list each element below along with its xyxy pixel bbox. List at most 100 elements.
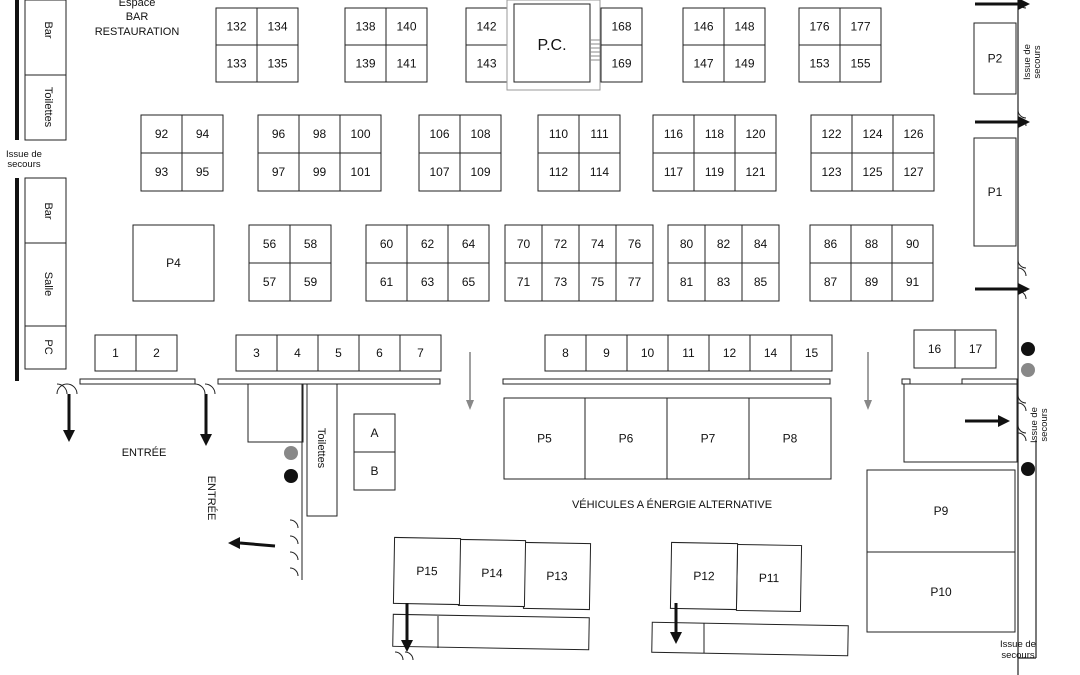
booth-10[interactable]: 10	[626, 334, 669, 372]
booth-148[interactable]: 148	[723, 7, 766, 46]
booth-65[interactable]: 65	[447, 262, 490, 302]
booth-A[interactable]: A	[353, 413, 396, 453]
booth-91[interactable]: 91	[891, 262, 934, 302]
booth-70[interactable]: 70	[504, 224, 543, 264]
booth-60[interactable]: 60	[365, 224, 408, 264]
booth-11[interactable]: 11	[667, 334, 710, 372]
booth-90[interactable]: 90	[891, 224, 934, 264]
zone-p11[interactable]: P11	[735, 543, 803, 613]
booth-B[interactable]: B	[353, 451, 396, 491]
booth-93[interactable]: 93	[140, 152, 183, 192]
booth-142[interactable]: 142	[465, 7, 508, 46]
zone-p1[interactable]: P1	[973, 137, 1017, 247]
booth-76[interactable]: 76	[615, 224, 654, 264]
booth-71[interactable]: 71	[504, 262, 543, 302]
booth-92[interactable]: 92	[140, 114, 183, 154]
booth-62[interactable]: 62	[406, 224, 449, 264]
booth-63[interactable]: 63	[406, 262, 449, 302]
booth-125[interactable]: 125	[851, 152, 894, 192]
booth-88[interactable]: 88	[850, 224, 893, 264]
booth-86[interactable]: 86	[809, 224, 852, 264]
zone-p7[interactable]: P7	[666, 397, 750, 480]
zone-p6[interactable]: P6	[584, 397, 668, 480]
booth-58[interactable]: 58	[289, 224, 332, 264]
booth-135[interactable]: 135	[256, 44, 299, 83]
zone-p10[interactable]: P10	[866, 551, 1016, 633]
booth-99[interactable]: 99	[298, 152, 341, 192]
booth-177[interactable]: 177	[839, 7, 882, 46]
booth-119[interactable]: 119	[693, 152, 736, 192]
booth-61[interactable]: 61	[365, 262, 408, 302]
zone-p13[interactable]: P13	[522, 541, 592, 611]
booth-114[interactable]: 114	[578, 152, 621, 192]
booth-15[interactable]: 15	[790, 334, 833, 372]
booth-139[interactable]: 139	[344, 44, 387, 83]
booth-12[interactable]: 12	[708, 334, 751, 372]
booth-98[interactable]: 98	[298, 114, 341, 154]
booth-121[interactable]: 121	[734, 152, 777, 192]
booth-7[interactable]: 7	[399, 334, 442, 372]
booth-83[interactable]: 83	[704, 262, 743, 302]
booth-143[interactable]: 143	[465, 44, 508, 83]
zone-p12[interactable]: P12	[669, 541, 739, 611]
booth-2[interactable]: 2	[135, 334, 178, 372]
booth-123[interactable]: 123	[810, 152, 853, 192]
booth-149[interactable]: 149	[723, 44, 766, 83]
booth-134[interactable]: 134	[256, 7, 299, 46]
booth-133[interactable]: 133	[215, 44, 258, 83]
booth-17[interactable]: 17	[954, 329, 997, 369]
booth-116[interactable]: 116	[652, 114, 695, 154]
booth-124[interactable]: 124	[851, 114, 894, 154]
booth-95[interactable]: 95	[181, 152, 224, 192]
booth-111[interactable]: 111	[578, 114, 621, 154]
zone-p9[interactable]: P9	[866, 469, 1016, 553]
booth-146[interactable]: 146	[682, 7, 725, 46]
booth-74[interactable]: 74	[578, 224, 617, 264]
booth-118[interactable]: 118	[693, 114, 736, 154]
booth-169[interactable]: 169	[600, 44, 643, 83]
booth-101[interactable]: 101	[339, 152, 382, 192]
booth-14[interactable]: 14	[749, 334, 792, 372]
booth-56[interactable]: 56	[248, 224, 291, 264]
booth-100[interactable]: 100	[339, 114, 382, 154]
booth-87[interactable]: 87	[809, 262, 852, 302]
booth-176[interactable]: 176	[798, 7, 841, 46]
booth-5[interactable]: 5	[317, 334, 360, 372]
booth-155[interactable]: 155	[839, 44, 882, 83]
booth-122[interactable]: 122	[810, 114, 853, 154]
booth-94[interactable]: 94	[181, 114, 224, 154]
booth-96[interactable]: 96	[257, 114, 300, 154]
booth-80[interactable]: 80	[667, 224, 706, 264]
booth-147[interactable]: 147	[682, 44, 725, 83]
booth-106[interactable]: 106	[418, 114, 461, 154]
booth-107[interactable]: 107	[418, 152, 461, 192]
booth-77[interactable]: 77	[615, 262, 654, 302]
booth-82[interactable]: 82	[704, 224, 743, 264]
booth-141[interactable]: 141	[385, 44, 428, 83]
booth-112[interactable]: 112	[537, 152, 580, 192]
booth-64[interactable]: 64	[447, 224, 490, 264]
booth-84[interactable]: 84	[741, 224, 780, 264]
booth-1[interactable]: 1	[94, 334, 137, 372]
zone-p8[interactable]: P8	[748, 397, 832, 480]
zone-p14[interactable]: P14	[457, 538, 527, 608]
booth-75[interactable]: 75	[578, 262, 617, 302]
booth-16[interactable]: 16	[913, 329, 956, 369]
booth-126[interactable]: 126	[892, 114, 935, 154]
booth-9[interactable]: 9	[585, 334, 628, 372]
booth-72[interactable]: 72	[541, 224, 580, 264]
booth-8[interactable]: 8	[544, 334, 587, 372]
zone-p15[interactable]: P15	[392, 536, 462, 606]
booth-138[interactable]: 138	[344, 7, 387, 46]
booth-4[interactable]: 4	[276, 334, 319, 372]
booth-59[interactable]: 59	[289, 262, 332, 302]
zone-p5[interactable]: P5	[503, 397, 586, 480]
booth-120[interactable]: 120	[734, 114, 777, 154]
booth-109[interactable]: 109	[459, 152, 502, 192]
zone-p2[interactable]: P2	[973, 22, 1017, 95]
booth-89[interactable]: 89	[850, 262, 893, 302]
booth-81[interactable]: 81	[667, 262, 706, 302]
booth-97[interactable]: 97	[257, 152, 300, 192]
booth-6[interactable]: 6	[358, 334, 401, 372]
booth-140[interactable]: 140	[385, 7, 428, 46]
